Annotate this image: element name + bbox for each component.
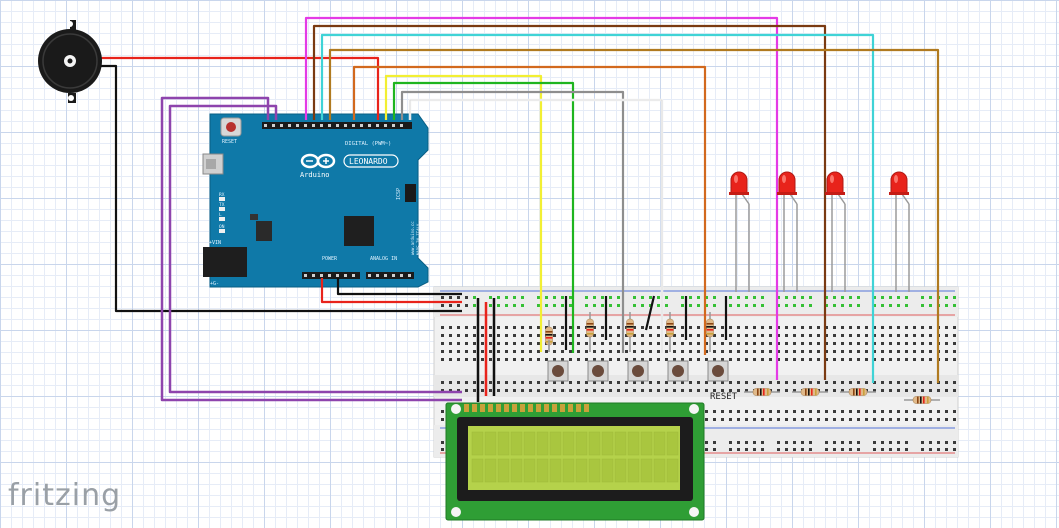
status-leds: RX TX L ON xyxy=(219,192,225,233)
red-led-3[interactable] xyxy=(825,171,846,292)
red-led-2[interactable] xyxy=(777,171,798,292)
wire-button-white-outline[interactable] xyxy=(409,99,663,353)
power-analog-header-pins xyxy=(304,274,411,277)
wires[interactable] xyxy=(100,16,940,402)
wire-led-3[interactable] xyxy=(320,33,875,383)
digital-header-pins xyxy=(264,124,403,127)
push-button-3[interactable] xyxy=(627,360,649,382)
lcd-character-cells xyxy=(471,431,679,483)
resistor-button-3 xyxy=(626,312,634,344)
status-led-label-4: ON xyxy=(219,224,225,230)
push-button-4[interactable] xyxy=(667,360,689,382)
vin-label: +VIN xyxy=(209,240,221,246)
wire-led-2[interactable] xyxy=(312,24,827,380)
digital-label: DIGITAL (PWM~) xyxy=(345,141,391,147)
resistor-led-2 xyxy=(792,388,828,396)
wire-buzzer-ground[interactable] xyxy=(100,64,462,313)
polarity-label: +G- xyxy=(210,281,219,287)
arduino-leonardo-board[interactable]: DIGITAL (PWM~) RESET Arduino LEONARDO RX… xyxy=(202,113,429,288)
wire-led-4[interactable] xyxy=(328,48,940,383)
lcd-display[interactable] xyxy=(445,402,705,521)
arduino-logo-icon xyxy=(300,153,336,169)
resistor-button-4 xyxy=(666,312,674,344)
push-button-2[interactable] xyxy=(587,360,609,382)
analog-label: ANALOG IN xyxy=(370,256,397,262)
icsp-label: ICSP xyxy=(396,188,402,200)
status-led-1 xyxy=(219,197,225,201)
piezo-buzzer[interactable] xyxy=(38,20,102,103)
wire-led-1[interactable] xyxy=(304,16,779,380)
url-label: www.arduino.cc xyxy=(410,221,415,255)
push-button-1[interactable] xyxy=(547,360,569,382)
wire-5v[interactable] xyxy=(320,278,462,304)
resistors xyxy=(545,312,940,404)
regulator xyxy=(256,221,272,241)
jumper-button-ground-3[interactable] xyxy=(644,295,656,331)
wire-button-gray[interactable] xyxy=(400,90,625,353)
red-led-4[interactable] xyxy=(889,171,910,292)
resistor-button-2 xyxy=(586,312,594,344)
red-led-1[interactable] xyxy=(729,171,750,292)
reset-label: RESET xyxy=(222,139,237,145)
wire-button-yellow[interactable] xyxy=(384,74,543,352)
status-led-2 xyxy=(219,207,225,211)
wire-button-orange[interactable] xyxy=(352,65,707,355)
resistor-led-1 xyxy=(744,388,780,396)
microcontroller-chip xyxy=(344,216,374,246)
status-led-label-3: L xyxy=(219,212,222,218)
wire-gnd[interactable] xyxy=(336,278,462,296)
status-led-3 xyxy=(219,217,225,221)
resistor-button-5 xyxy=(706,312,714,344)
power-label: POWER xyxy=(322,256,338,262)
arduino-brand: Arduino xyxy=(300,171,330,179)
power-jack xyxy=(203,247,247,277)
red-leds[interactable] xyxy=(729,171,910,292)
resistor-led-3 xyxy=(840,388,876,396)
fritzing-logo: fritzing xyxy=(8,478,122,513)
status-led-label-1: RX xyxy=(219,192,225,198)
made-label: MADE IN ITALY xyxy=(416,223,421,255)
breadboard-reset-label: RESET xyxy=(710,392,738,402)
status-led-4 xyxy=(219,229,225,233)
push-buttons[interactable] xyxy=(547,360,729,382)
icsp-header xyxy=(405,184,416,202)
push-button-5[interactable] xyxy=(707,360,729,382)
status-led-label-2: TX xyxy=(219,202,225,208)
resistor-led-4 xyxy=(904,396,940,404)
arduino-model: LEONARDO xyxy=(349,157,388,166)
wire-buzzer-signal[interactable] xyxy=(100,56,380,120)
wire-button-green[interactable] xyxy=(392,81,575,353)
lcd-header-pins xyxy=(464,404,589,412)
wire-lcd-scl[interactable] xyxy=(168,104,462,394)
